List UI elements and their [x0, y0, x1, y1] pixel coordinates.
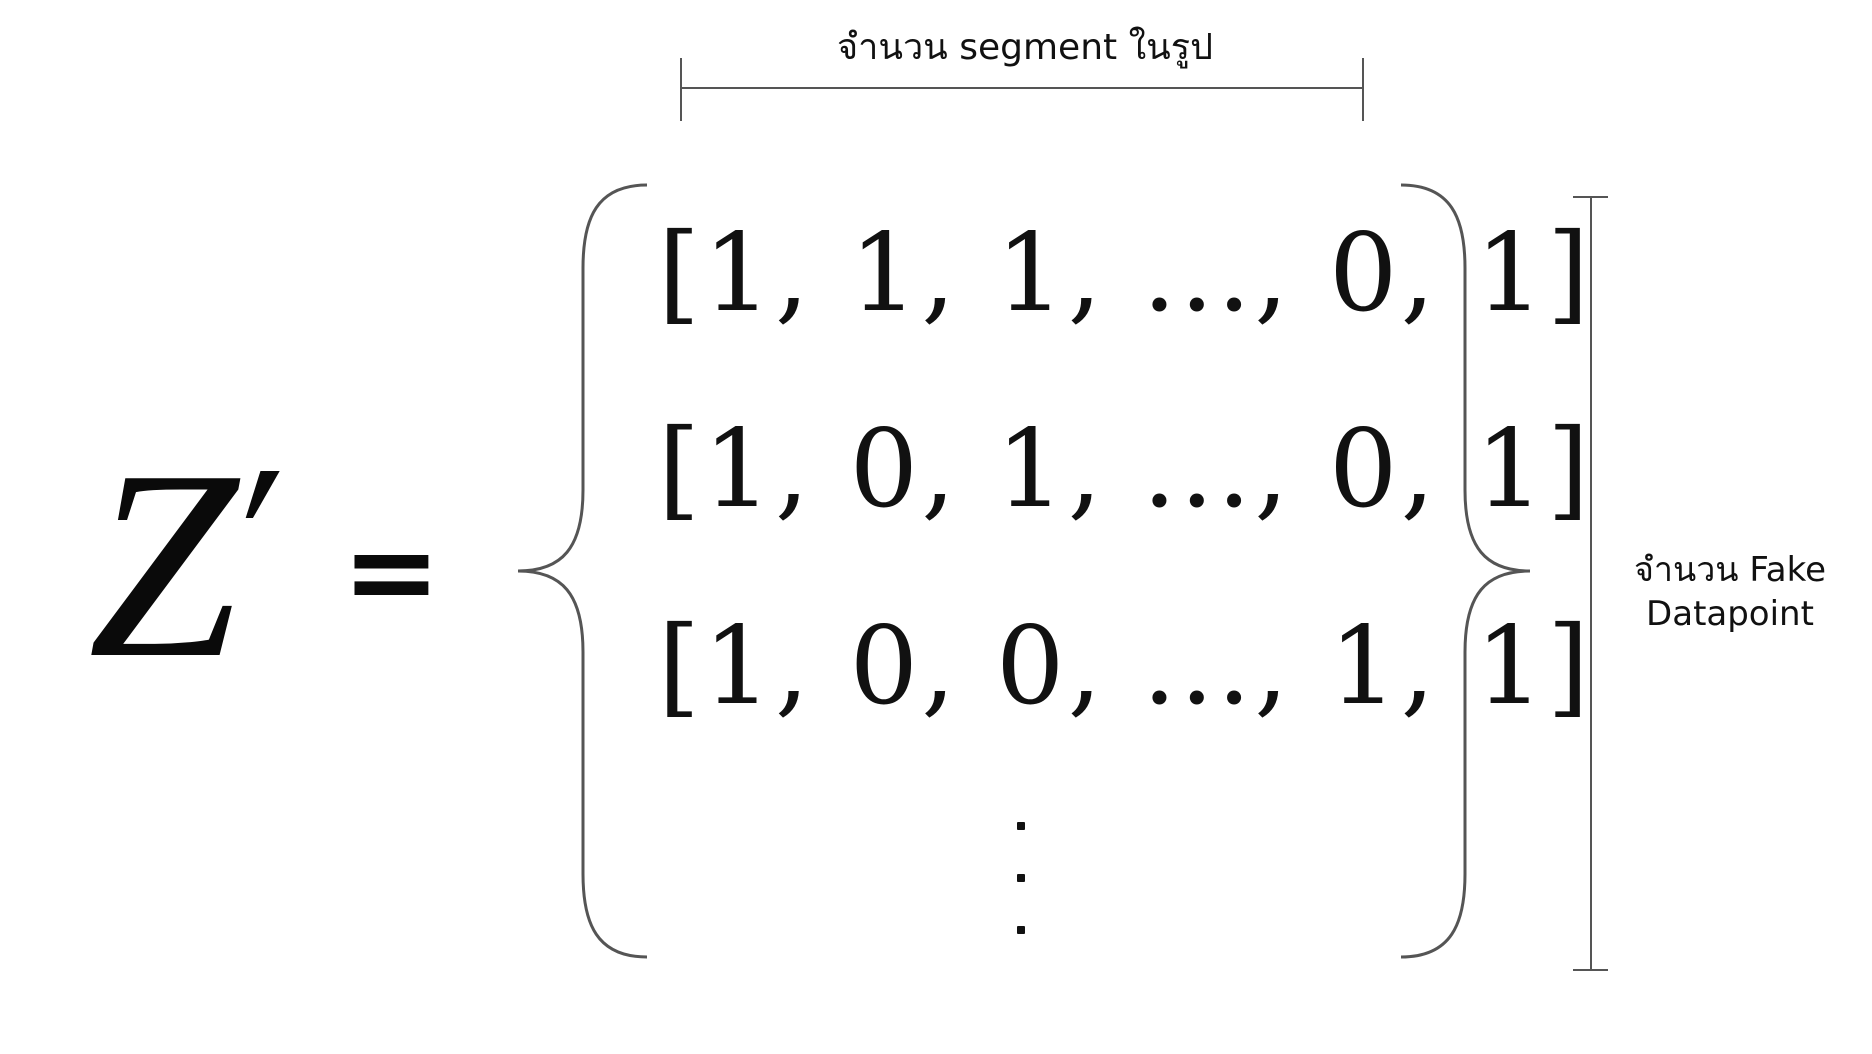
fake-datapoint-label-line-1: จำนวน Fake	[1633, 550, 1827, 590]
right-dimension-bracket	[1573, 196, 1608, 971]
top-dimension-bracket	[680, 58, 1364, 121]
vector-row-2: [1, 0, 1, ..., 0, 1]	[658, 407, 1593, 532]
fake-datapoint-label-line-2: Datapoint	[1646, 594, 1814, 635]
ellipsis-dot	[1017, 926, 1025, 934]
ellipsis-dot	[1017, 822, 1025, 830]
right-curly-brace	[1400, 183, 1531, 959]
vector-row-1: [1, 1, 1, ..., 0, 1]	[658, 211, 1593, 336]
vertical-ellipsis	[1014, 808, 1028, 948]
left-curly-brace	[517, 183, 648, 959]
variable-z: Z	[88, 415, 239, 714]
equals-sign: =	[342, 502, 441, 640]
segment-count-label: จำนวน segment ในรูป	[837, 27, 1213, 68]
fake-datapoint-count-label: จำนวน Fake Datapoint	[1605, 548, 1855, 636]
ellipsis-dot	[1017, 874, 1025, 882]
vector-row-3: [1, 0, 0, ..., 1, 1]	[658, 604, 1593, 729]
